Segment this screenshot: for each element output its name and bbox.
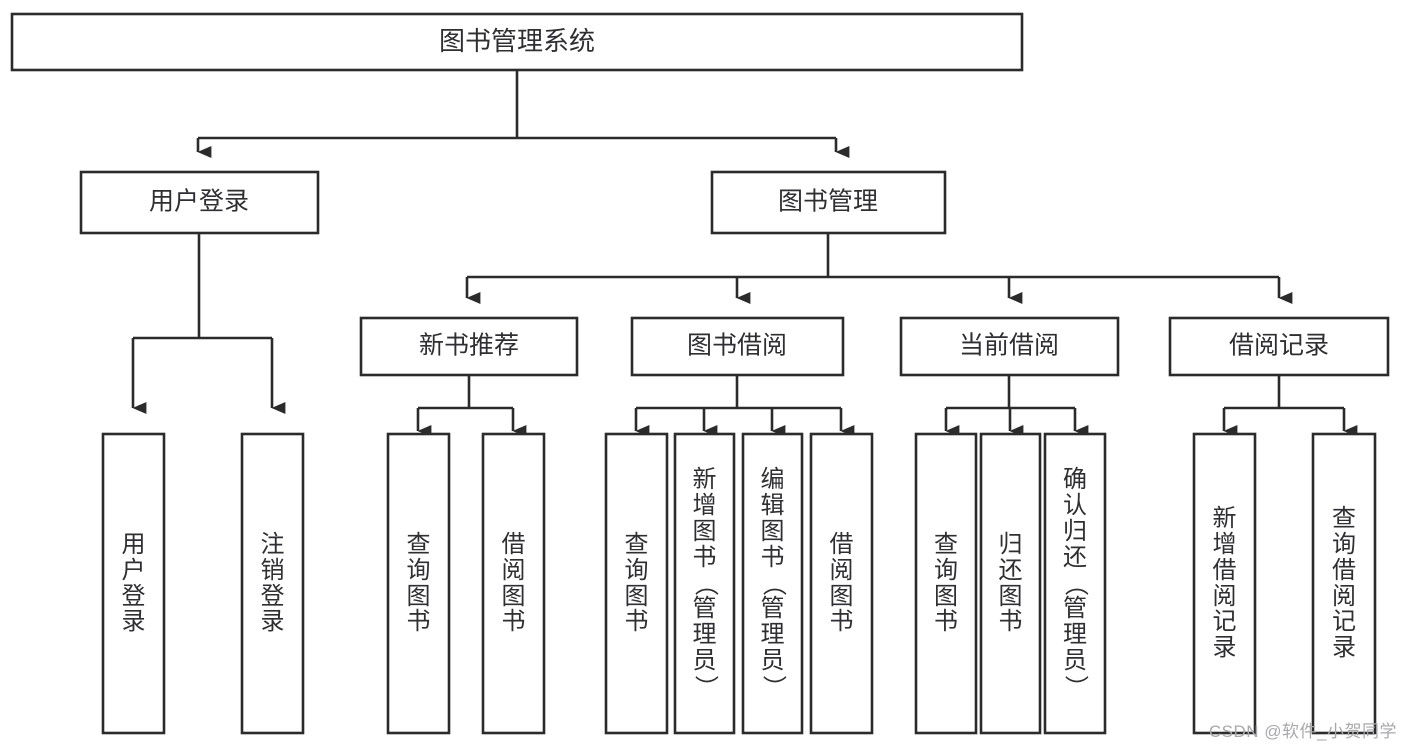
- leaf-query-book-3-rect[interactable]: [914, 432, 978, 735]
- node-book-management[interactable]: 图书管理: [710, 170, 947, 235]
- node-current-borrow[interactable]: 当前借阅: [899, 316, 1120, 377]
- leaf-query-book-1-rect[interactable]: [386, 432, 451, 735]
- node-root-label: 图书管理系统: [439, 26, 595, 56]
- node-root-rect[interactable]: [10, 12, 1024, 72]
- node-borrow-record-label: 借阅记录: [1229, 332, 1329, 360]
- leaf-user-login-rect[interactable]: [101, 432, 166, 735]
- leaf-add-record-rect[interactable]: [1192, 432, 1257, 735]
- node-new-book-recommend[interactable]: 新书推荐: [359, 316, 579, 377]
- node-new-book-recommend-label: 新书推荐: [419, 332, 519, 360]
- leaf-confirm-return-rect[interactable]: [1043, 432, 1107, 735]
- node-user-login-label: 用户登录: [149, 188, 249, 216]
- node-book-management-label: 图书管理: [778, 188, 878, 216]
- node-book-borrow-rect[interactable]: [630, 316, 845, 377]
- node-current-borrow-label: 当前借阅: [959, 332, 1059, 360]
- watermark: CSDN @软件_小贺同学: [1208, 722, 1397, 741]
- leaf-add-book-rect[interactable]: [673, 432, 736, 735]
- leaf-borrow-book-1-rect[interactable]: [481, 432, 546, 735]
- leaf-borrow-book-2-rect[interactable]: [809, 432, 874, 735]
- leaf-query-record-rect[interactable]: [1311, 432, 1377, 735]
- leaf-edit-book-rect[interactable]: [741, 432, 804, 735]
- node-new-book-recommend-rect[interactable]: [359, 316, 579, 377]
- node-borrow-record-rect[interactable]: [1168, 316, 1390, 377]
- node-current-borrow-rect[interactable]: [899, 316, 1120, 377]
- node-book-borrow[interactable]: 图书借阅: [630, 316, 845, 377]
- node-book-borrow-label: 图书借阅: [687, 332, 787, 360]
- leaf-logout-login-rect[interactable]: [240, 432, 305, 735]
- node-user-login[interactable]: 用户登录: [79, 170, 320, 235]
- node-root[interactable]: 图书管理系统: [10, 12, 1024, 72]
- node-borrow-record[interactable]: 借阅记录: [1168, 316, 1390, 377]
- leaf-query-book-2-rect[interactable]: [604, 432, 669, 735]
- leaf-return-book-rect[interactable]: [979, 432, 1042, 735]
- node-book-management-rect[interactable]: [710, 170, 947, 235]
